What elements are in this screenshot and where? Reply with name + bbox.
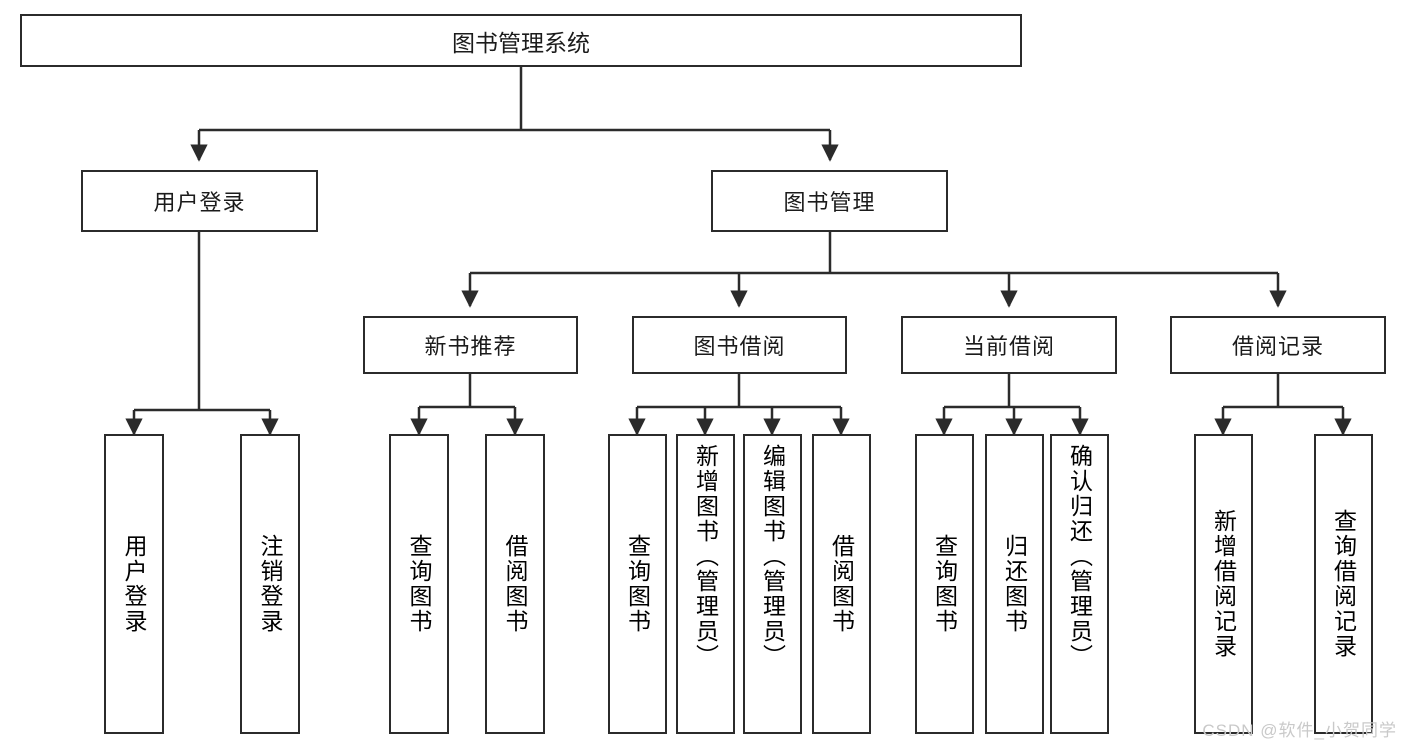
leaf-user-login-login[interactable]: 用户登录 [104, 434, 164, 734]
leaf-current-borrow-return-book[interactable]: 归还图书 [985, 434, 1044, 734]
node-user-login[interactable]: 用户登录 [81, 170, 318, 232]
leaf-user-login-logout[interactable]: 注销登录 [240, 434, 300, 734]
leaf-label: 归还图书 [1001, 534, 1028, 634]
leaf-label: 新增图书（管理员） [692, 444, 719, 669]
node-root-book-management-system[interactable]: 图书管理系统 [20, 14, 1022, 67]
leaf-label: 确认归还（管理员） [1066, 444, 1093, 669]
leaf-label: 借阅图书 [502, 534, 529, 634]
node-label: 当前借阅 [962, 334, 1055, 359]
leaf-new-book-borrow-book[interactable]: 借阅图书 [485, 434, 545, 734]
leaf-label: 新增借阅记录 [1210, 509, 1237, 659]
node-label: 新书推荐 [424, 334, 517, 359]
leaf-label: 用户登录 [121, 534, 148, 634]
leaf-current-borrow-query-book[interactable]: 查询图书 [915, 434, 974, 734]
node-label: 用户登录 [153, 190, 246, 215]
node-book-borrow[interactable]: 图书借阅 [632, 316, 847, 374]
leaf-book-borrow-add-book-admin[interactable]: 新增图书（管理员） [676, 434, 735, 734]
leaf-new-book-query-book[interactable]: 查询图书 [389, 434, 449, 734]
leaf-borrow-record-add-record[interactable]: 新增借阅记录 [1194, 434, 1253, 734]
leaf-current-borrow-confirm-return-admin[interactable]: 确认归还（管理员） [1050, 434, 1109, 734]
leaf-label: 查询图书 [931, 534, 958, 634]
node-label: 借阅记录 [1231, 334, 1324, 359]
leaf-label: 查询借阅记录 [1330, 509, 1357, 659]
csdn-watermark: CSDN @软件_小贺同学 [1202, 721, 1397, 740]
leaf-label: 借阅图书 [828, 534, 855, 634]
leaf-label: 查询图书 [624, 534, 651, 634]
node-book-management[interactable]: 图书管理 [711, 170, 948, 232]
leaf-borrow-record-query-record[interactable]: 查询借阅记录 [1314, 434, 1373, 734]
leaf-book-borrow-borrow-book[interactable]: 借阅图书 [812, 434, 871, 734]
leaf-label: 查询图书 [406, 534, 433, 634]
leaf-book-borrow-query-book[interactable]: 查询图书 [608, 434, 667, 734]
node-borrow-record[interactable]: 借阅记录 [1170, 316, 1386, 374]
node-label: 图书借阅 [693, 334, 786, 359]
node-current-borrow[interactable]: 当前借阅 [901, 316, 1117, 374]
node-label: 图书管理 [783, 190, 876, 215]
node-new-book-recommend[interactable]: 新书推荐 [363, 316, 578, 374]
leaf-label: 编辑图书（管理员） [759, 444, 786, 669]
leaf-book-borrow-edit-book-admin[interactable]: 编辑图书（管理员） [743, 434, 802, 734]
leaf-label: 注销登录 [257, 534, 284, 634]
node-label: 图书管理系统 [452, 29, 590, 56]
